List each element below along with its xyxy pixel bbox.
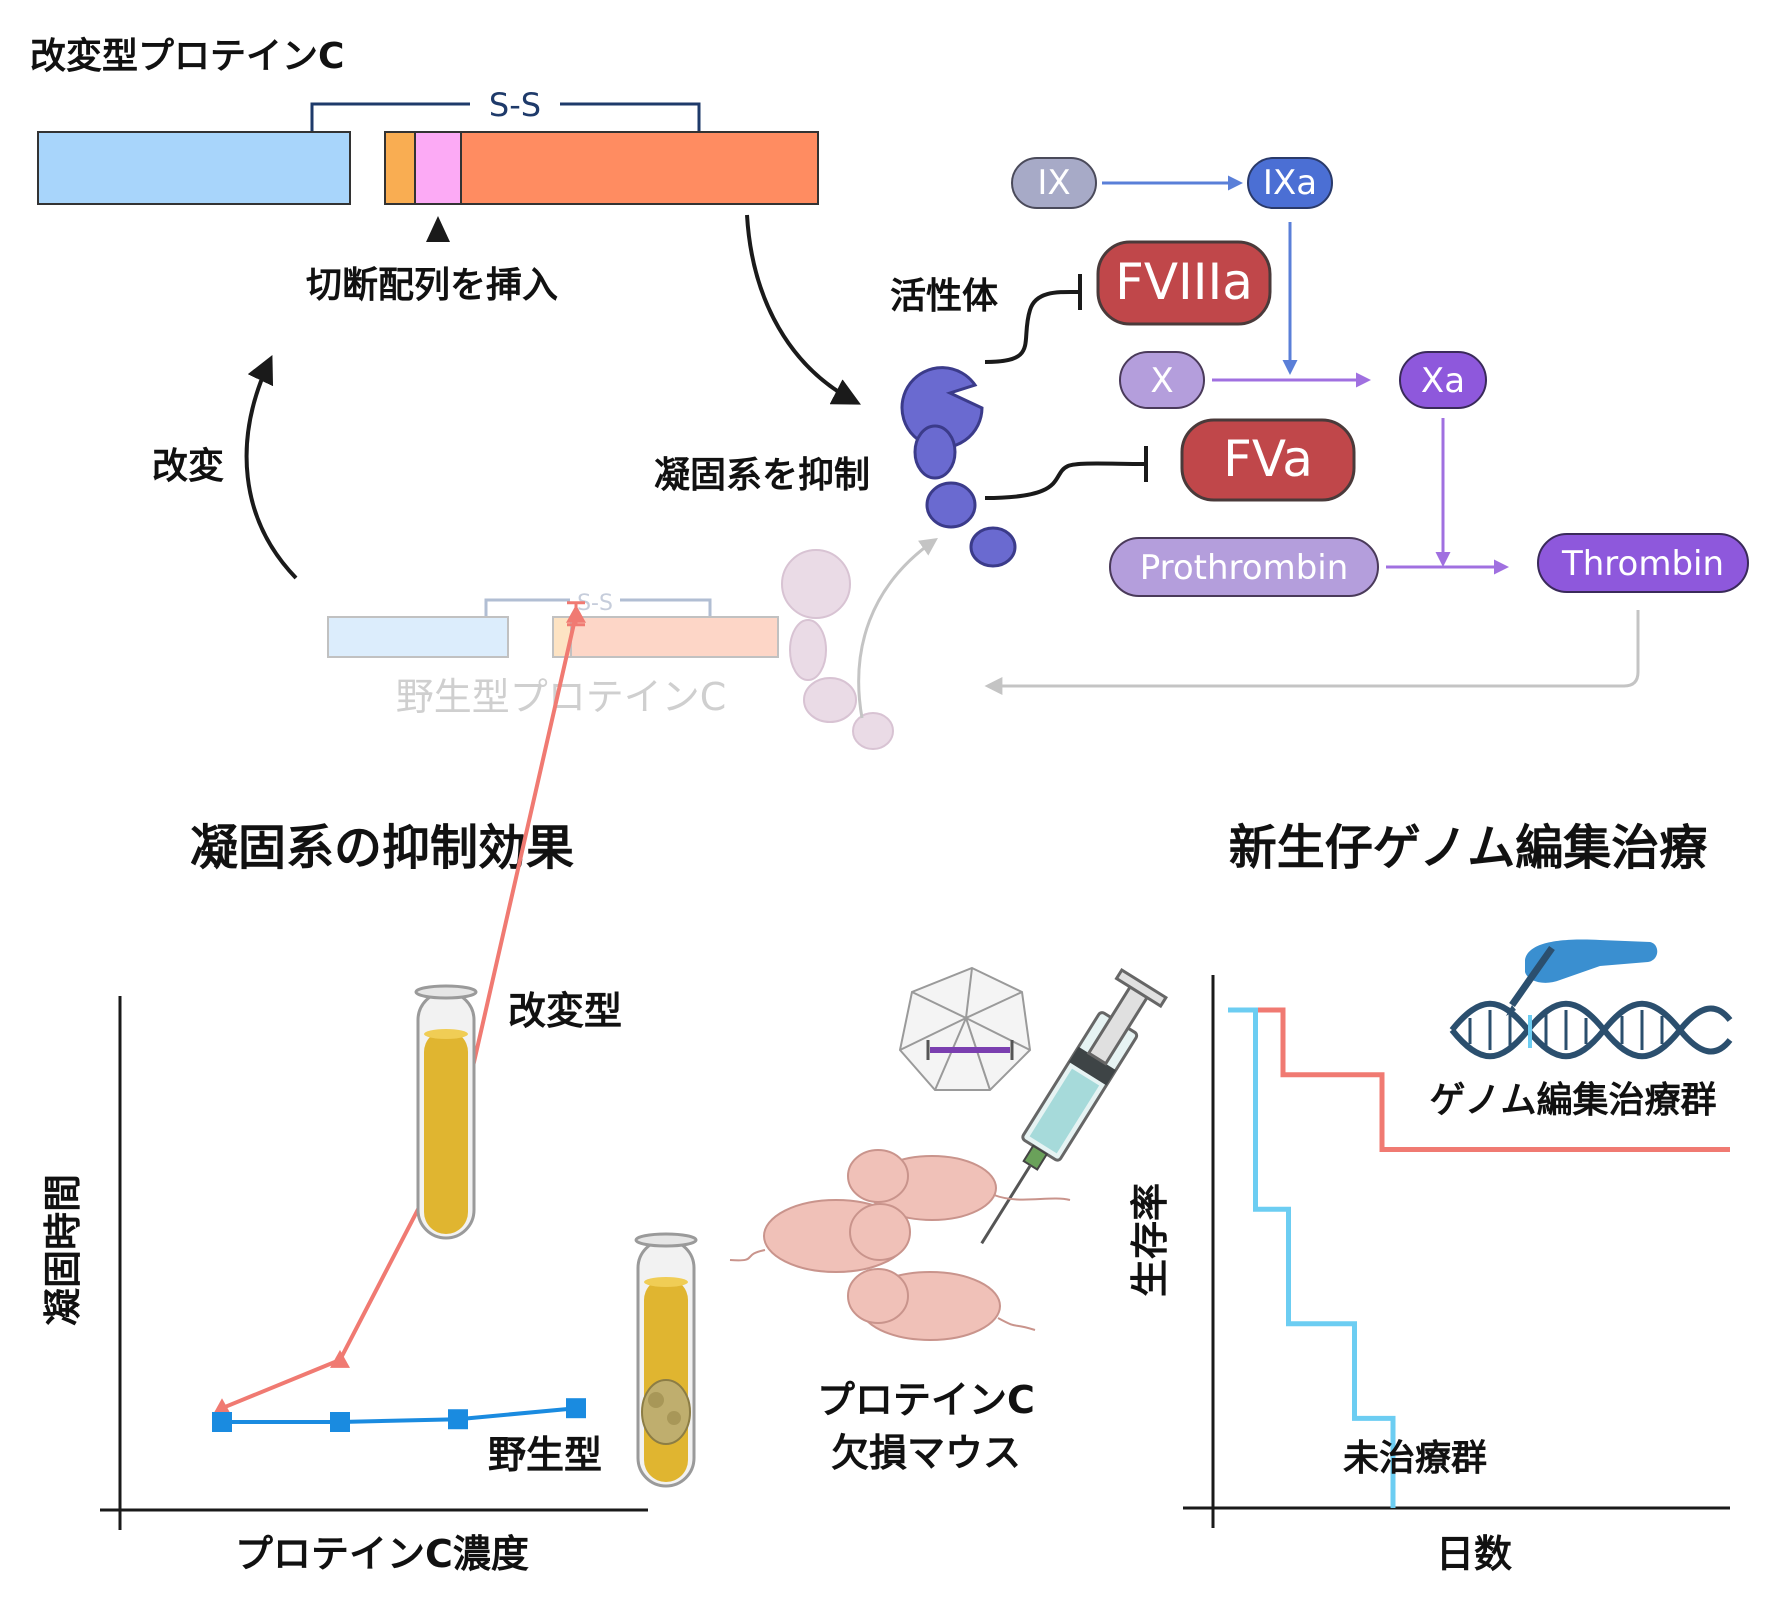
wild-protein-diagram: S-S	[327, 591, 779, 658]
light-chain-block	[37, 131, 351, 205]
thrombin-feedback-arrow	[984, 610, 1640, 695]
treated-survival-curve	[1228, 1007, 1730, 1152]
insert-label: 切断配列を挿入	[306, 265, 558, 306]
data-point-modified	[212, 1398, 232, 1417]
active-protein-icon	[900, 366, 1017, 568]
syringe-icon	[980, 967, 1168, 1245]
clotting-series	[212, 601, 586, 1432]
series-line-modified	[221, 614, 578, 1411]
survival-chart	[1183, 975, 1730, 1528]
inactive-protein-shape	[781, 549, 894, 750]
aav-vector-icon	[898, 966, 1032, 1091]
cascade-node-prothrombin: Prothrombin	[1109, 537, 1379, 597]
heavy-chain-block	[460, 131, 819, 205]
activation-arrow	[857, 537, 938, 719]
inhibit-fva-line	[984, 446, 1148, 500]
label-modified: 改変型	[508, 989, 622, 1033]
svg-text:Thrombin: Thrombin	[1561, 544, 1724, 584]
mouse-label-line1: プロテインC	[817, 1378, 1035, 1422]
series-line-wild	[222, 1406, 577, 1424]
left-panel-title: 凝固系の抑制効果	[190, 820, 574, 876]
ss-label: S-S	[489, 86, 541, 124]
insert-pointer-icon	[426, 216, 450, 242]
data-point-modified	[330, 1349, 350, 1368]
activation-peptide-block	[384, 131, 416, 205]
modified-protein-title: 改変型プロテインC	[30, 35, 344, 77]
svg-text:FVIIIa: FVIIIa	[1115, 253, 1253, 311]
clotting-ylabel: 凝固時間	[41, 1174, 85, 1326]
data-point-wild	[566, 1398, 586, 1419]
mouse-label-line2: 欠損マウス	[831, 1431, 1021, 1475]
dna-editing-icon	[1449, 939, 1733, 1060]
mouse-icon-3	[847, 1268, 1036, 1341]
ss-bond-line	[310, 102, 701, 132]
label-wild: 野生型	[488, 1433, 602, 1477]
survival-ylabel: 生存率	[1128, 1183, 1172, 1297]
svg-text:IXa: IXa	[1263, 163, 1317, 203]
cascade-node-ix: IX	[1011, 157, 1097, 209]
mouse-icon-1	[847, 1149, 1071, 1221]
cascade-node-thrombin: Thrombin	[1537, 533, 1749, 593]
test-tube-clot-icon	[634, 1232, 698, 1488]
cascade-node-xa: Xa	[1399, 351, 1487, 409]
inhibit-fviiia-line	[984, 274, 1082, 364]
svg-text:Prothrombin: Prothrombin	[1140, 548, 1349, 588]
to-active-arrow	[745, 214, 861, 405]
clotting-chart	[100, 601, 648, 1530]
modify-arrow	[244, 354, 298, 580]
label-treated: ゲノム編集治療群	[1430, 1080, 1717, 1121]
modify-label: 改変	[152, 445, 224, 487]
active-form-label: 活性体	[890, 276, 998, 317]
svg-text:IX: IX	[1037, 163, 1070, 203]
clotting-xlabel: プロテインC濃度	[235, 1532, 529, 1576]
cascade-node-x: X	[1119, 351, 1205, 409]
cleavage-sequence-block	[414, 131, 462, 205]
data-point-wild	[212, 1412, 232, 1432]
svg-text:X: X	[1150, 361, 1173, 401]
data-point-wild	[448, 1409, 468, 1430]
data-point-wild	[330, 1412, 350, 1432]
cascade-node-ixa: IXa	[1247, 157, 1333, 209]
data-point-modified	[566, 604, 586, 623]
svg-text:FVa: FVa	[1223, 430, 1313, 488]
cascade-node-fviiia: FVIIIa	[1096, 240, 1272, 326]
label-untreated: 未治療群	[1343, 1438, 1487, 1479]
svg-text:Xa: Xa	[1421, 361, 1465, 401]
modified-protein-diagram: S-S	[37, 86, 819, 242]
cascade-node-fva: FVa	[1180, 418, 1356, 502]
mouse-icon-2	[729, 1199, 911, 1273]
survival-xlabel: 日数	[1436, 1532, 1512, 1576]
inhibit-label: 凝固系を抑制	[654, 455, 870, 496]
test-tube-liquid-icon	[414, 984, 478, 1240]
untreated-survival-curve	[1228, 1007, 1396, 1508]
right-panel-title: 新生仔ゲノム編集治療	[1229, 820, 1708, 876]
